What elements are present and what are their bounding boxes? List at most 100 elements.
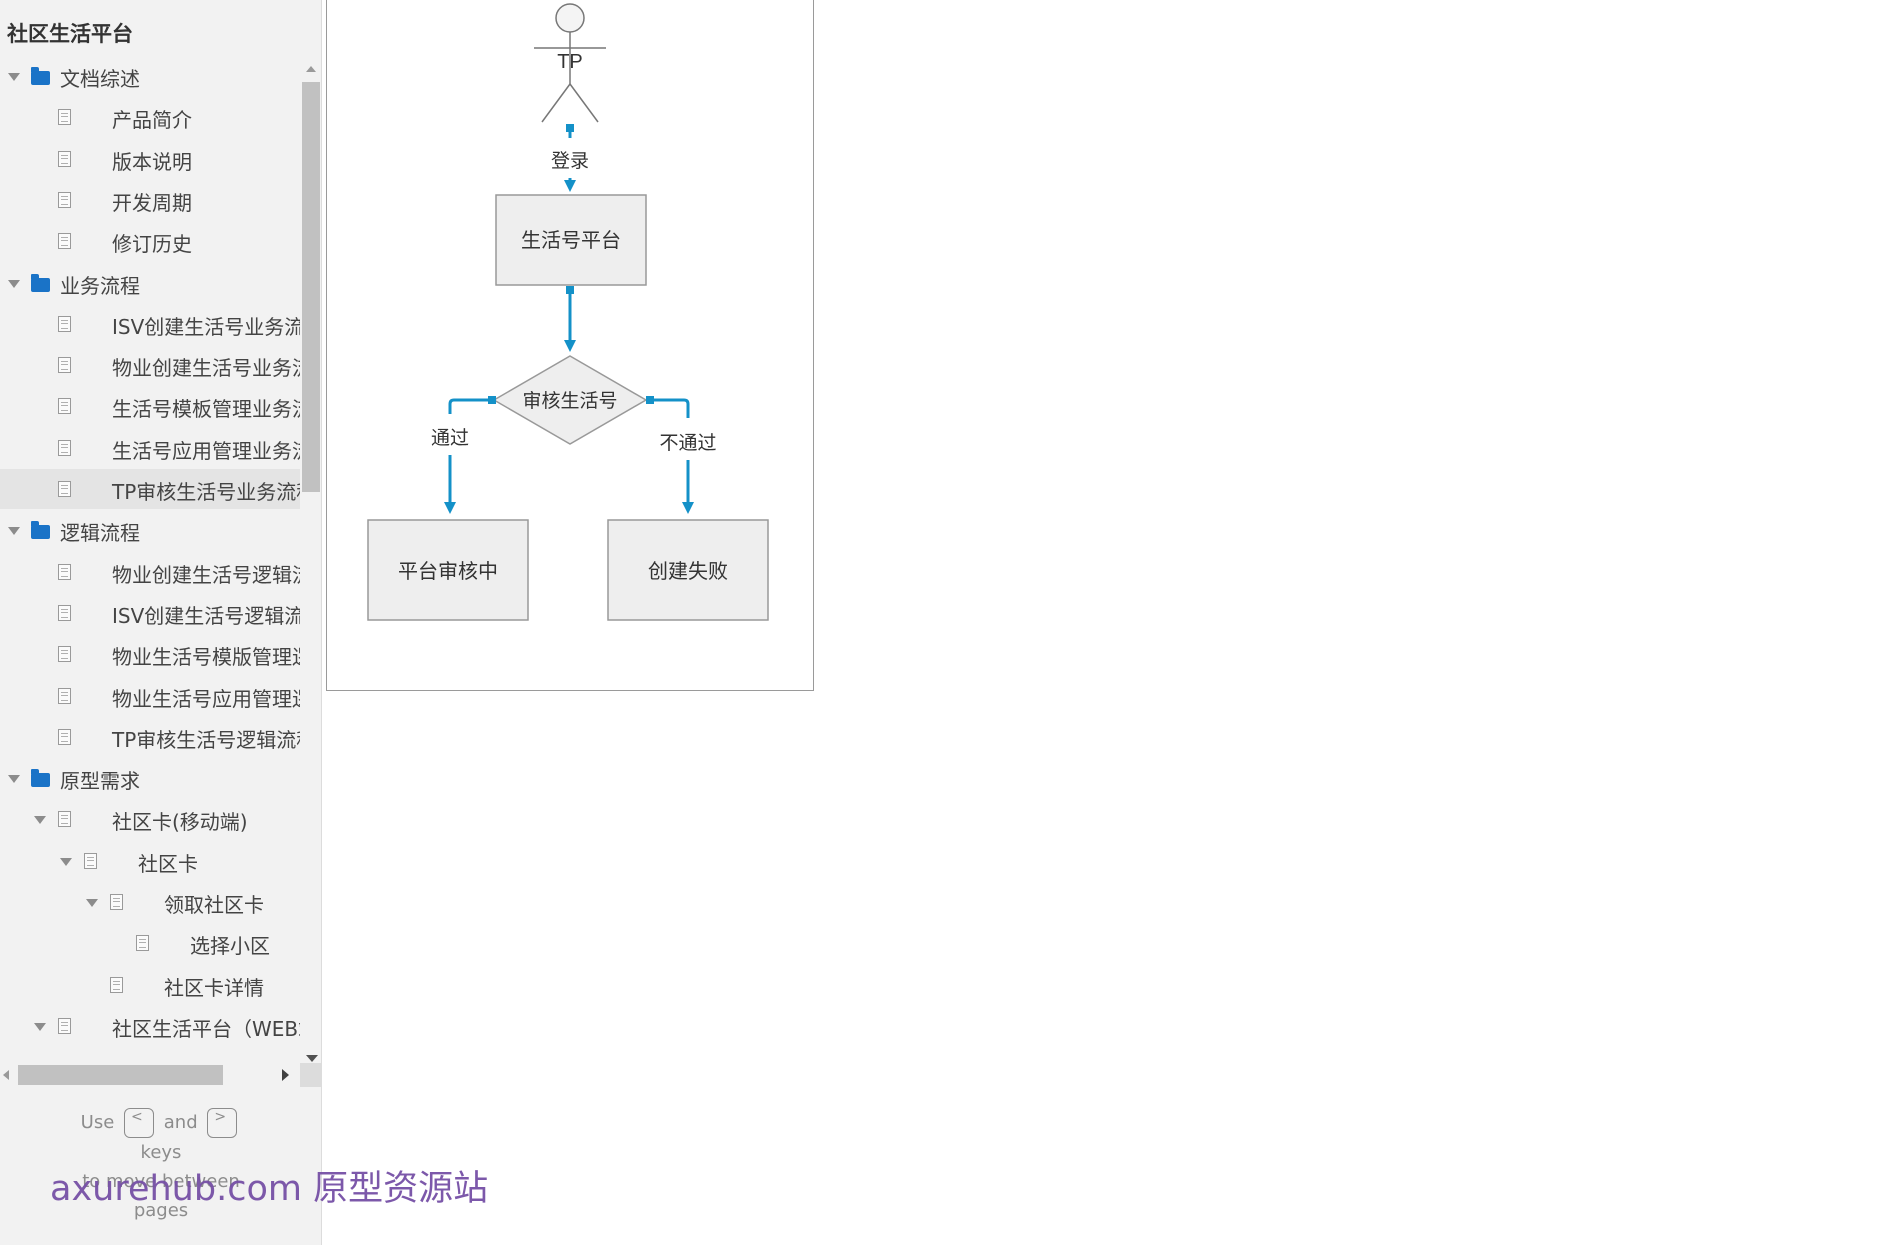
tree-page[interactable]: 领取社区卡: [0, 882, 300, 922]
fail-label: 不通过: [659, 432, 716, 454]
tree-page[interactable]: TP审核生活号逻辑流程: [0, 717, 300, 757]
prev-key-icon: <: [124, 1108, 155, 1138]
next-key-icon: >: [207, 1108, 238, 1138]
project-title: 社区生活平台: [7, 22, 133, 46]
tree-page[interactable]: 选择小区: [0, 923, 300, 963]
page-icon: [58, 233, 71, 250]
tree-item-label: 开发周期: [112, 190, 192, 215]
tree-folder[interactable]: 文档综述: [0, 56, 300, 96]
tree-page[interactable]: 社区生活平台（WEB端）: [0, 1006, 300, 1046]
expand-toggle-icon[interactable]: [8, 279, 20, 288]
page-icon: [84, 852, 97, 869]
tree-item-label: 物业生活号应用管理逻辑: [112, 686, 300, 711]
tree-page[interactable]: 物业创建生活号逻辑流程: [0, 552, 300, 592]
horizontal-scroll-thumb[interactable]: [18, 1065, 223, 1085]
tree-item-label: ISV创建生活号逻辑流程: [112, 603, 300, 628]
page-icon: [58, 191, 71, 208]
tree-item-label: ISV创建生活号业务流程: [112, 314, 300, 339]
create-failed-node: [607, 519, 769, 621]
actor-stick-figure: [534, 3, 606, 123]
vertical-scroll-thumb[interactable]: [302, 82, 320, 492]
hint-and-text: and: [163, 1112, 198, 1133]
page-icon: [58, 563, 71, 580]
tree-page[interactable]: TP审核生活号业务流程: [0, 469, 300, 509]
tree-page[interactable]: ISV创建生活号业务流程: [0, 304, 300, 344]
page-icon: [58, 687, 71, 704]
folder-icon: [31, 521, 50, 540]
connector-fail: [646, 396, 694, 514]
reviewing-node: [367, 519, 529, 621]
page-icon: [110, 976, 123, 993]
tree-page[interactable]: 物业生活号模版管理逻辑: [0, 634, 300, 674]
expand-toggle-icon[interactable]: [8, 527, 20, 536]
tree-page[interactable]: 支付宝登录: [0, 1047, 300, 1056]
tree-page[interactable]: 社区卡详情: [0, 965, 300, 1005]
page-icon: [58, 481, 71, 497]
review-decision-label: 审核生活号: [522, 390, 617, 412]
hint-pages-text: pages: [133, 1200, 189, 1221]
actor-right-leg: [569, 83, 599, 123]
tree-page[interactable]: 修订历史: [0, 221, 300, 261]
tree-page[interactable]: 开发周期: [0, 180, 300, 220]
tree-item-label: 社区卡: [138, 851, 198, 876]
tree-item-label: TP审核生活号业务流程: [112, 480, 300, 504]
page-icon: [58, 398, 71, 415]
keyboard-hint: Use < and > keys to move between pages: [0, 1108, 322, 1225]
tree-item-label: TP审核生活号逻辑流程: [112, 727, 300, 752]
tree-item-label: 业务流程: [60, 273, 140, 298]
expand-toggle-icon[interactable]: [8, 775, 20, 784]
pass-label: 通过: [431, 427, 469, 449]
hint-use-text: Use: [80, 1112, 115, 1133]
page-icon: [58, 357, 71, 374]
page-icon: [58, 604, 71, 621]
platform-node: [495, 194, 647, 286]
tree-item-label: 支付宝登录: [138, 1054, 238, 1056]
tree-page[interactable]: 物业生活号应用管理逻辑: [0, 676, 300, 716]
scroll-up-arrow-icon[interactable]: [306, 66, 316, 72]
expand-toggle-icon[interactable]: [8, 73, 20, 81]
review-decision-node: [492, 355, 648, 445]
tree-page[interactable]: 版本说明: [0, 139, 300, 179]
tree-page[interactable]: 生活号模板管理业务流程: [0, 386, 300, 426]
tree-item-label: 修订历史: [112, 232, 192, 257]
tree-page[interactable]: 社区卡(移动端): [0, 799, 300, 839]
page-icon: [58, 150, 71, 167]
scroll-right-arrow-icon[interactable]: [282, 1069, 289, 1081]
vertical-scrollbar[interactable]: [300, 60, 321, 1070]
tree-folder[interactable]: 逻辑流程: [0, 510, 300, 550]
expand-toggle-icon[interactable]: [34, 816, 46, 825]
folder-icon: [31, 769, 50, 788]
tree-page[interactable]: ISV创建生活号逻辑流程: [0, 593, 300, 633]
tree-item-label: 逻辑流程: [60, 521, 140, 546]
connector-platform-review: [564, 286, 576, 352]
connector-login: [564, 124, 576, 192]
create-failed-node-label: 创建失败: [648, 560, 728, 583]
tree-page[interactable]: 社区卡: [0, 841, 300, 881]
page-icon: [110, 894, 123, 910]
scroll-down-arrow-icon[interactable]: [306, 1055, 318, 1062]
tree-item-label: 物业创建生活号业务流程: [112, 356, 300, 381]
tree-folder[interactable]: 原型需求: [0, 758, 300, 798]
tree-item-label: 选择小区: [190, 934, 270, 959]
reviewing-node-label: 平台审核中: [398, 560, 498, 583]
page-icon: [58, 1017, 71, 1034]
tree-item-label: 生活号模板管理业务流程: [112, 397, 300, 422]
tree-item-label: 物业创建生活号逻辑流程: [112, 562, 300, 587]
tree-folder[interactable]: 业务流程: [0, 263, 300, 303]
actor-left-leg: [541, 83, 571, 123]
expand-toggle-icon[interactable]: [60, 857, 72, 866]
page-icon: [58, 811, 71, 828]
tree-item-label: 生活号应用管理业务流程: [112, 438, 300, 463]
expand-toggle-icon[interactable]: [34, 1022, 46, 1031]
scrollbar-corner: [300, 1063, 322, 1087]
scroll-left-arrow-icon[interactable]: [3, 1070, 9, 1080]
tree-page[interactable]: 产品简介: [0, 97, 300, 137]
expand-toggle-icon[interactable]: [86, 899, 98, 907]
tree-item-label: 物业生活号模版管理逻辑: [112, 645, 300, 670]
sitemap-panel: 社区生活平台 文档综述产品简介版本说明开发周期修订历史业务流程 ISV创建生活号业…: [0, 0, 322, 1245]
tree-item-label: 社区卡(移动端): [112, 810, 248, 835]
tree-page[interactable]: 生活号应用管理业务流程: [0, 428, 300, 468]
tree-page[interactable]: 物业创建生活号业务流程: [0, 345, 300, 385]
horizontal-scrollbar[interactable]: [0, 1063, 322, 1087]
